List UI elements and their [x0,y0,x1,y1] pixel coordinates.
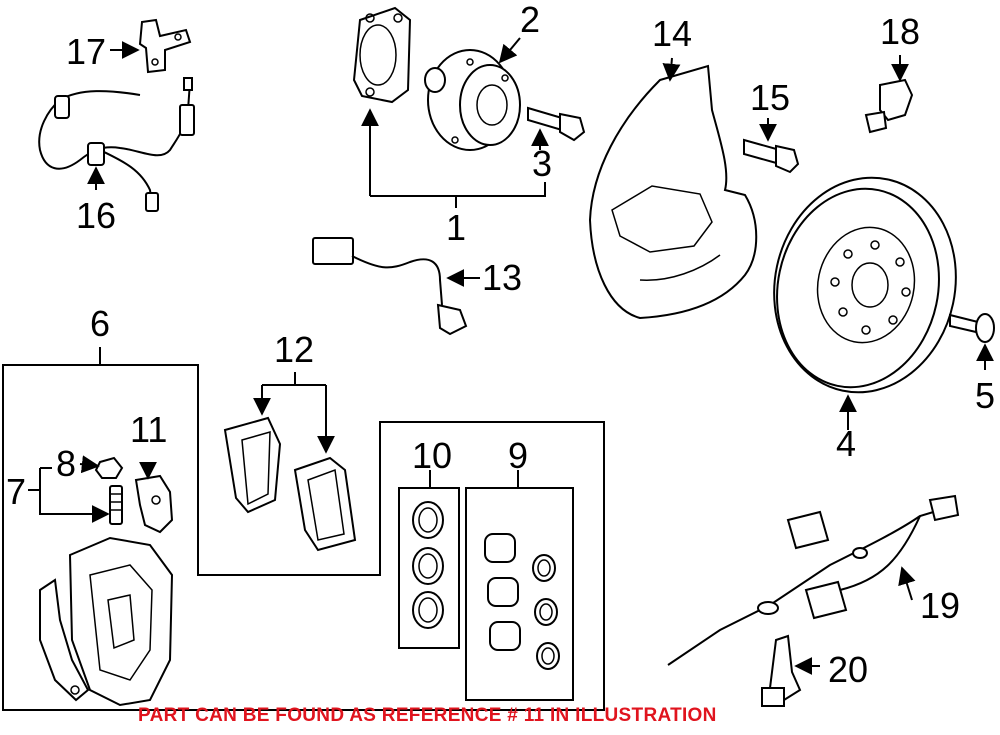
piston-kit-box-9 [465,487,574,701]
callout-9: 9 [508,435,528,476]
wear-sensor-harness-part-19 [667,494,960,666]
rotor-screw-part-5 [949,313,995,343]
bleeder-screw-part-7 [109,485,123,525]
callout-1: 1 [446,207,466,248]
callout-14: 14 [652,13,692,54]
callout-3: 3 [532,143,552,184]
callout-6: 6 [90,303,110,344]
callout-17: 17 [66,31,106,72]
sensor-part-18 [864,78,914,134]
brake-pad-inner-part-12 [223,416,282,514]
hub-flange-part [352,6,412,104]
speed-sensor-part-13 [312,237,468,336]
caliper-assembly-box-6 [2,364,605,711]
callout-12: 12 [274,329,314,370]
brake-caliper-part-6 [39,536,174,707]
callout-5: 5 [975,375,995,416]
brake-hose-part-16 [38,77,195,212]
callout-11: 11 [130,409,167,450]
seal-rings-part-10 [412,501,444,629]
callout-7: 7 [6,471,26,512]
callout-4: 4 [836,423,856,464]
callout-20: 20 [828,649,868,690]
callout-2: 2 [520,0,540,40]
splash-shield-part-14 [588,64,758,320]
pad-spring-part-11 [134,474,174,534]
bleeder-nut-part-8 [94,456,124,479]
hub-bolt-part-3 [527,106,586,142]
callout-13: 13 [482,257,522,298]
callout-10: 10 [412,435,452,476]
reference-caption: PART CAN BE FOUND AS REFERENCE # 11 IN I… [138,705,717,726]
callout-15: 15 [750,77,790,118]
callout-18: 18 [880,11,920,52]
wheel-hub-part-2 [424,49,521,151]
callout-8: 8 [56,443,76,484]
leader-lines [28,37,994,675]
bolt-part-15 [743,138,800,174]
brake-rotor-part-4 [773,176,957,394]
callout-16: 16 [76,195,116,236]
caliper-pistons-part-9 [484,533,560,670]
sensor-clip-part-20 [761,634,802,707]
callout-numbers: 17 16 2 3 1 13 14 15 18 4 5 6 12 11 8 7 … [6,0,995,690]
bracket-part-17 [138,18,192,74]
brake-pad-outer-part-12 [293,456,357,552]
callout-19: 19 [920,585,960,626]
